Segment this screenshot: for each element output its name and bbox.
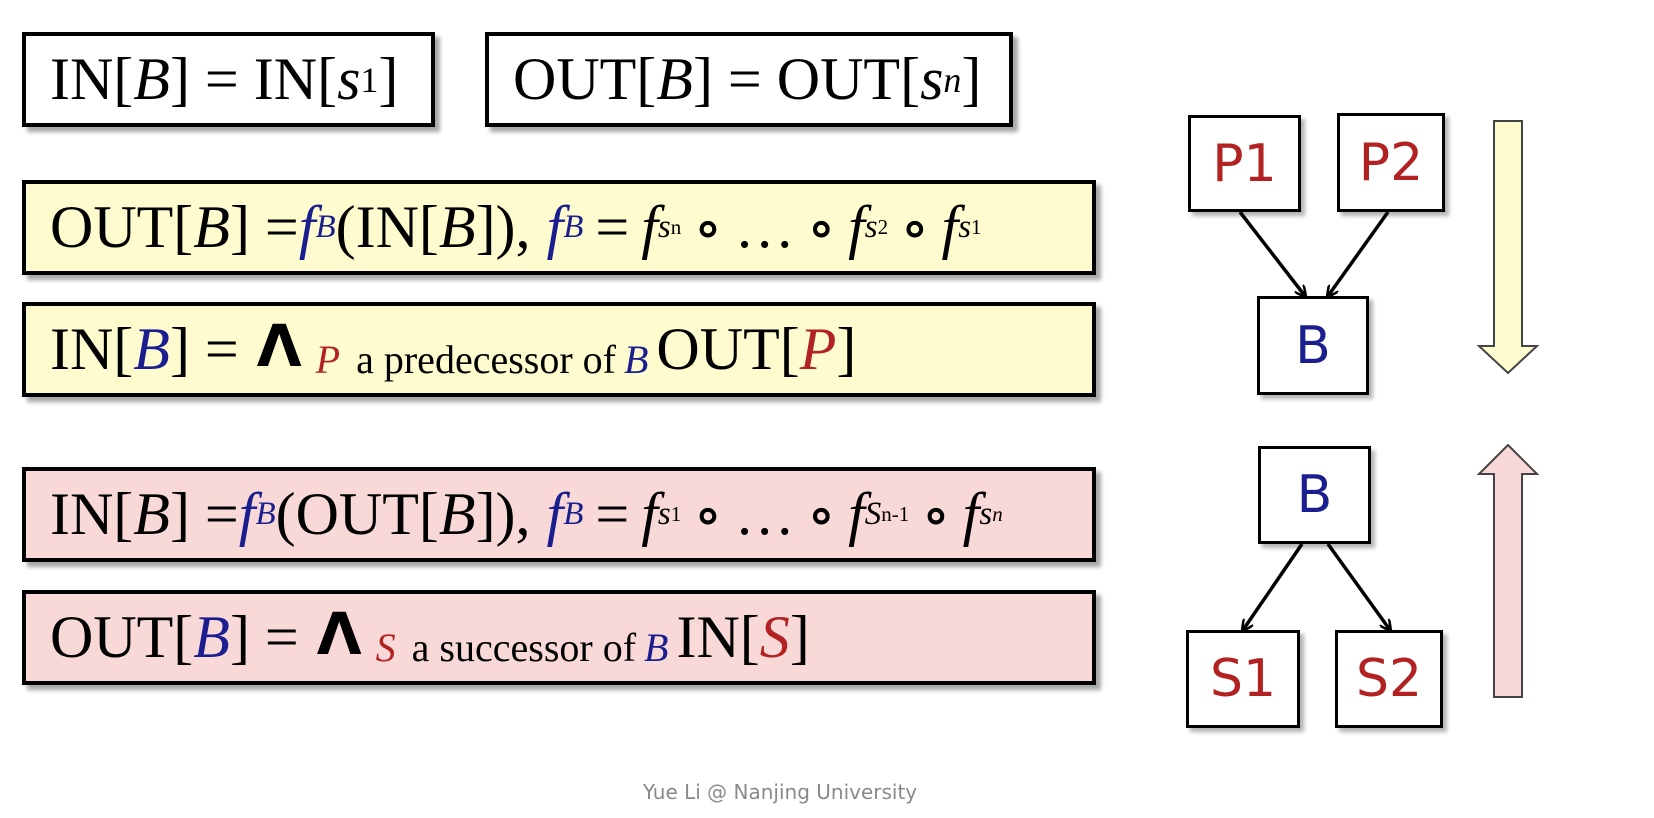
forward-direction-arrow (1476, 120, 1540, 375)
node-b-forward: B (1257, 296, 1369, 395)
edge-b-s1 (1243, 543, 1304, 630)
node-s1: S1 (1186, 630, 1300, 728)
meet-operator: Λ (316, 599, 362, 668)
node-p1: P1 (1188, 115, 1301, 212)
meet-operator: Λ (256, 311, 302, 380)
node-p2: P2 (1337, 113, 1445, 212)
forward-meet-formula: IN[B] = Λ P a predecessor of B OUT[P] (22, 302, 1096, 397)
backward-direction-arrow (1476, 443, 1540, 698)
backward-meet-formula: OUT[B] = Λ S a successor of B IN[S] (22, 590, 1096, 685)
footer-credit: Yue Li @ Nanjing University (642, 780, 918, 804)
edge-p2-b (1328, 210, 1390, 296)
edge-b-s2 (1326, 542, 1390, 630)
edge-p1-b (1238, 210, 1305, 296)
node-s2: S2 (1335, 630, 1443, 728)
node-b-backward: B (1258, 446, 1371, 544)
